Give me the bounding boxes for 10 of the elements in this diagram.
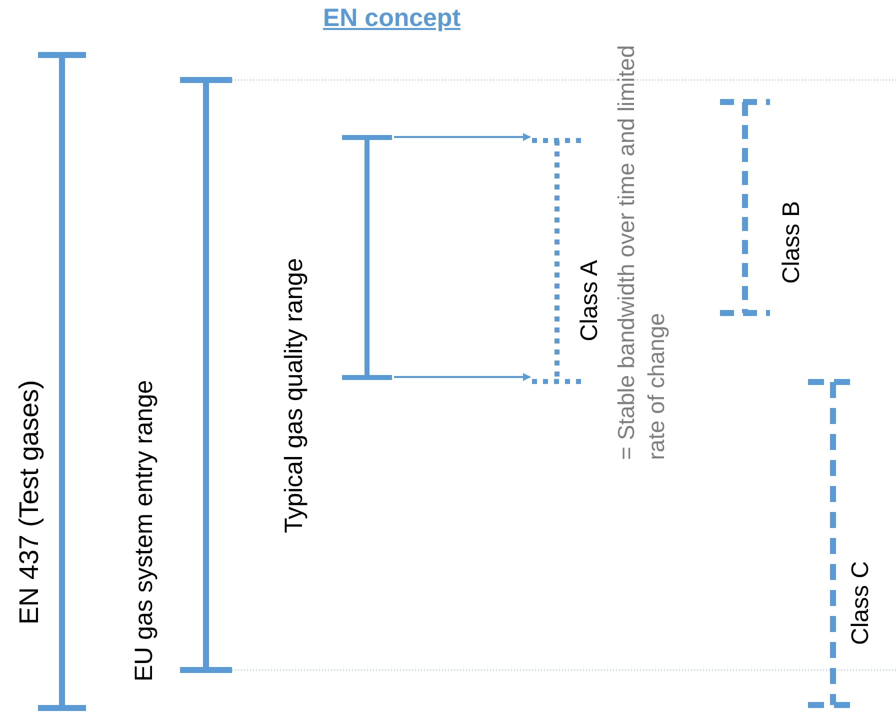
range-label: Class B [778,201,806,284]
range-label: Class C [847,561,875,646]
range-label: EU gas system entry range [130,380,159,682]
note-text: = Stable bandwidth over time and limited rate of change [612,44,670,460]
range-label: Class A [576,260,604,342]
arrow [394,373,531,381]
range-label: Typical gas quality range [280,258,309,534]
range-label: EN 437 (Test gases) [14,380,45,625]
arrow [394,133,531,141]
title: EN concept [323,4,461,33]
